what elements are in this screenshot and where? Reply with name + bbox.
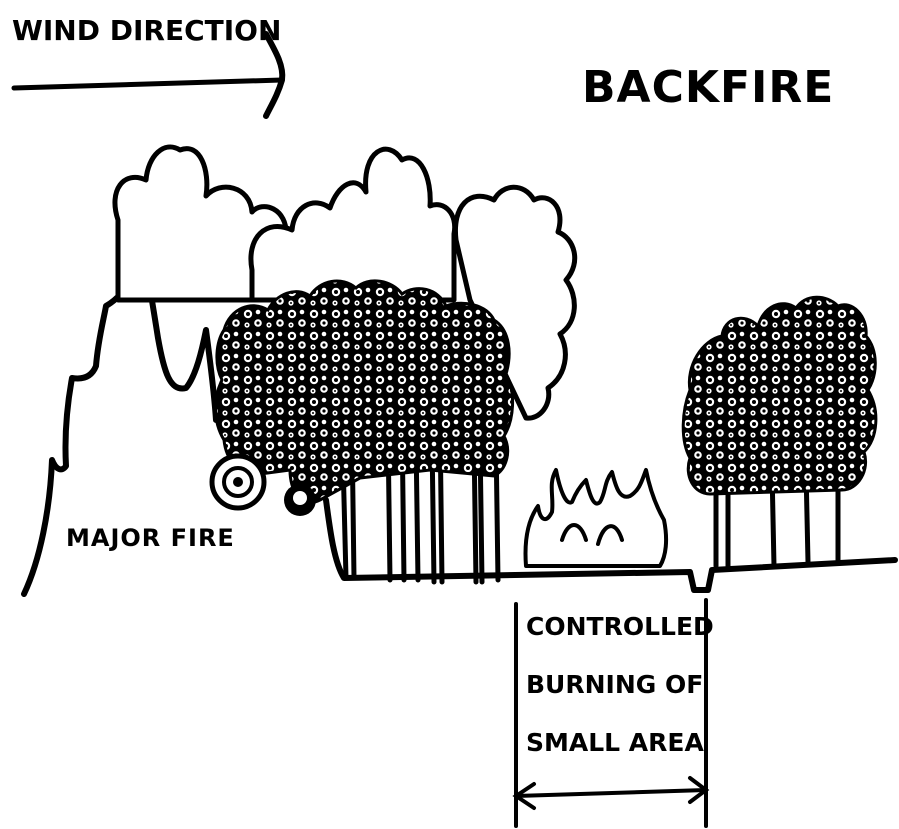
wind-direction-label: WIND DIRECTION xyxy=(12,14,281,47)
major-fire-label: MAJOR FIRE xyxy=(66,524,235,552)
controlled-label-line-3: SMALL AREA xyxy=(526,728,704,757)
backfire-flames xyxy=(526,470,667,566)
controlled-label-line-1: CONTROLLED xyxy=(526,612,714,641)
forest-canopy-left xyxy=(212,281,513,516)
forest-canopy-right xyxy=(683,297,876,494)
backfire-title: BACKFIRE xyxy=(582,62,834,113)
controlled-label-line-2: BURNING OF xyxy=(526,670,703,699)
